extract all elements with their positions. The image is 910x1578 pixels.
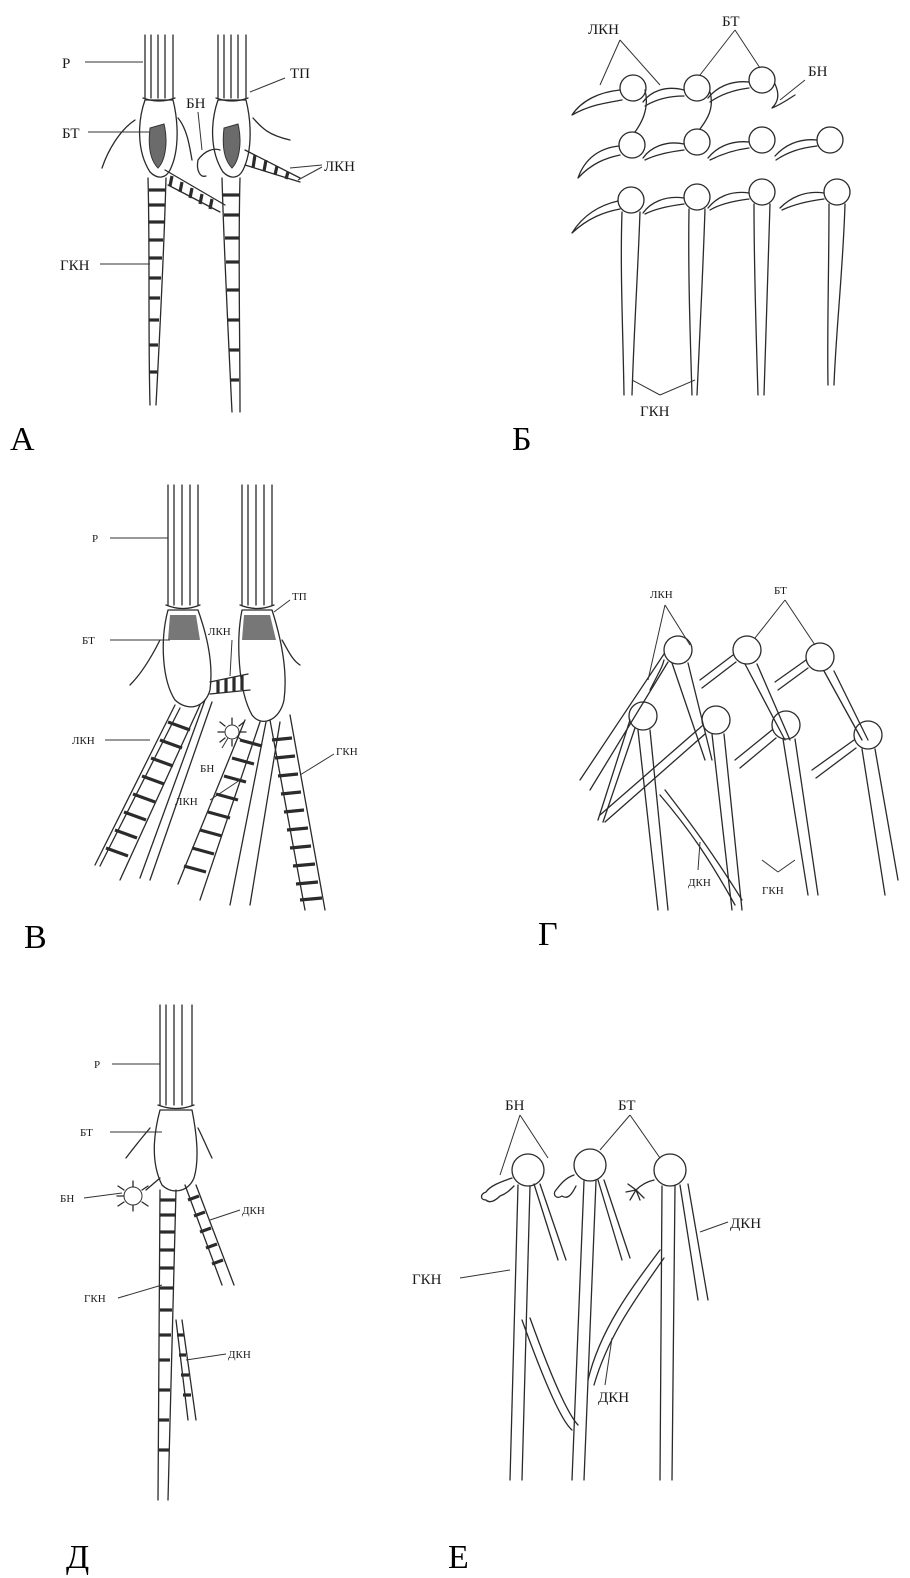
panel-e-basal-feet: [482, 1175, 655, 1202]
panel-a: Р БТ БН ТП ЛКН ГКН А: [10, 35, 355, 458]
panel-a-basal-foot: [197, 149, 220, 176]
panel-v-label-lkn-left: ЛКН: [72, 735, 95, 747]
panel-v-letter: В: [24, 919, 47, 956]
panel-d-label-bt: БТ: [80, 1127, 93, 1139]
panel-g-label-dkn: ДКН: [688, 877, 711, 889]
panel-d-rod: [158, 1005, 194, 1109]
panel-d-rootlets: [158, 1185, 234, 1500]
panel-g-label-lkn: ЛКН: [650, 589, 673, 601]
panel-a-label-gkn: ГКН: [60, 258, 90, 274]
panel-g-rootlets: [638, 663, 898, 910]
panel-a-leaders: [85, 62, 322, 264]
panel-v-leaders: [105, 538, 334, 800]
panel-v-label-tp: ТП: [292, 591, 307, 603]
panel-a-label-tp: ТП: [290, 66, 310, 82]
panel-e-label-bt: БТ: [618, 1098, 636, 1114]
panel-g-label-bt: БТ: [774, 585, 787, 597]
panel-d-letter: Д: [66, 1539, 89, 1576]
panel-e-label-bn: БН: [505, 1098, 525, 1114]
panel-e: БН БТ ГКН ДКН ДКН Е: [412, 1098, 761, 1576]
panel-v-label-lkn-mid: ЛКН: [175, 796, 198, 808]
panel-e-label-gkn: ГКН: [412, 1272, 442, 1288]
panel-e-label-dkn-right: ДКН: [730, 1216, 761, 1232]
panel-v-lateral-fibers: [210, 674, 250, 694]
panel-a-letter: А: [10, 421, 35, 458]
panel-e-label-dkn-mid: ДКН: [598, 1390, 629, 1406]
panel-b-label-bn: БН: [808, 64, 828, 80]
panel-d-leaders: [84, 1064, 240, 1360]
panel-d-basal-foot: [117, 1178, 160, 1211]
panel-b-rootlets: [621, 204, 845, 395]
panel-v-label-bn: БН: [200, 763, 214, 775]
panel-g: ЛКН БТ ДКН ГКН Г: [538, 585, 898, 953]
panel-g-label-gkn: ГКН: [762, 885, 784, 897]
panel-g-leaders: [648, 600, 815, 872]
panel-a-label-bn: БН: [186, 96, 206, 112]
panel-g-letter: Г: [538, 916, 558, 953]
panel-a-rods: [143, 35, 248, 101]
panel-v-label-gkn: ГКН: [336, 746, 358, 758]
panel-v-rootlets: [95, 700, 325, 910]
panel-a-label-lkn: ЛКН: [324, 159, 355, 175]
panel-d-label-r: Р: [94, 1059, 100, 1071]
panel-b-label-lkn: ЛКН: [588, 22, 619, 38]
panel-b-label-bt: БТ: [722, 14, 740, 30]
panel-v-label-r: Р: [92, 533, 98, 545]
panel-v: Р ТП БТ ЛКН ЛКН БН ЛКН ГКН В: [24, 485, 358, 956]
panel-e-letter: Е: [448, 1539, 469, 1576]
panel-a-label-r: Р: [62, 56, 70, 72]
panel-d-label-gkn: ГКН: [84, 1293, 106, 1305]
panel-d-label-dkn-top: ДКН: [242, 1205, 265, 1217]
panel-b-letter: Б: [512, 421, 532, 458]
panel-b-label-gkn: ГКН: [640, 404, 670, 420]
panel-e-rootlets: [510, 1180, 708, 1480]
panel-v-label-lkn-top: ЛКН: [208, 626, 231, 638]
panel-b: ЛКН БТ БН ГКН Б: [512, 14, 850, 458]
panel-a-label-bt: БТ: [62, 126, 80, 142]
panel-v-label-bt: БТ: [82, 635, 95, 647]
panel-e-leaders: [460, 1115, 728, 1385]
panel-d-label-bn: БН: [60, 1193, 74, 1205]
panel-e-basal-bodies: [512, 1149, 686, 1186]
panel-d-label-dkn-bottom: ДКН: [228, 1349, 251, 1361]
panel-d: Р БТ БН ДКН ГКН ДКН Д: [60, 1005, 265, 1576]
panel-v-rods: [166, 485, 274, 609]
panel-d-basal-body: [126, 1110, 212, 1191]
panel-a-rootlets: [148, 178, 240, 412]
panel-g-lateral-fibers: [580, 654, 856, 822]
